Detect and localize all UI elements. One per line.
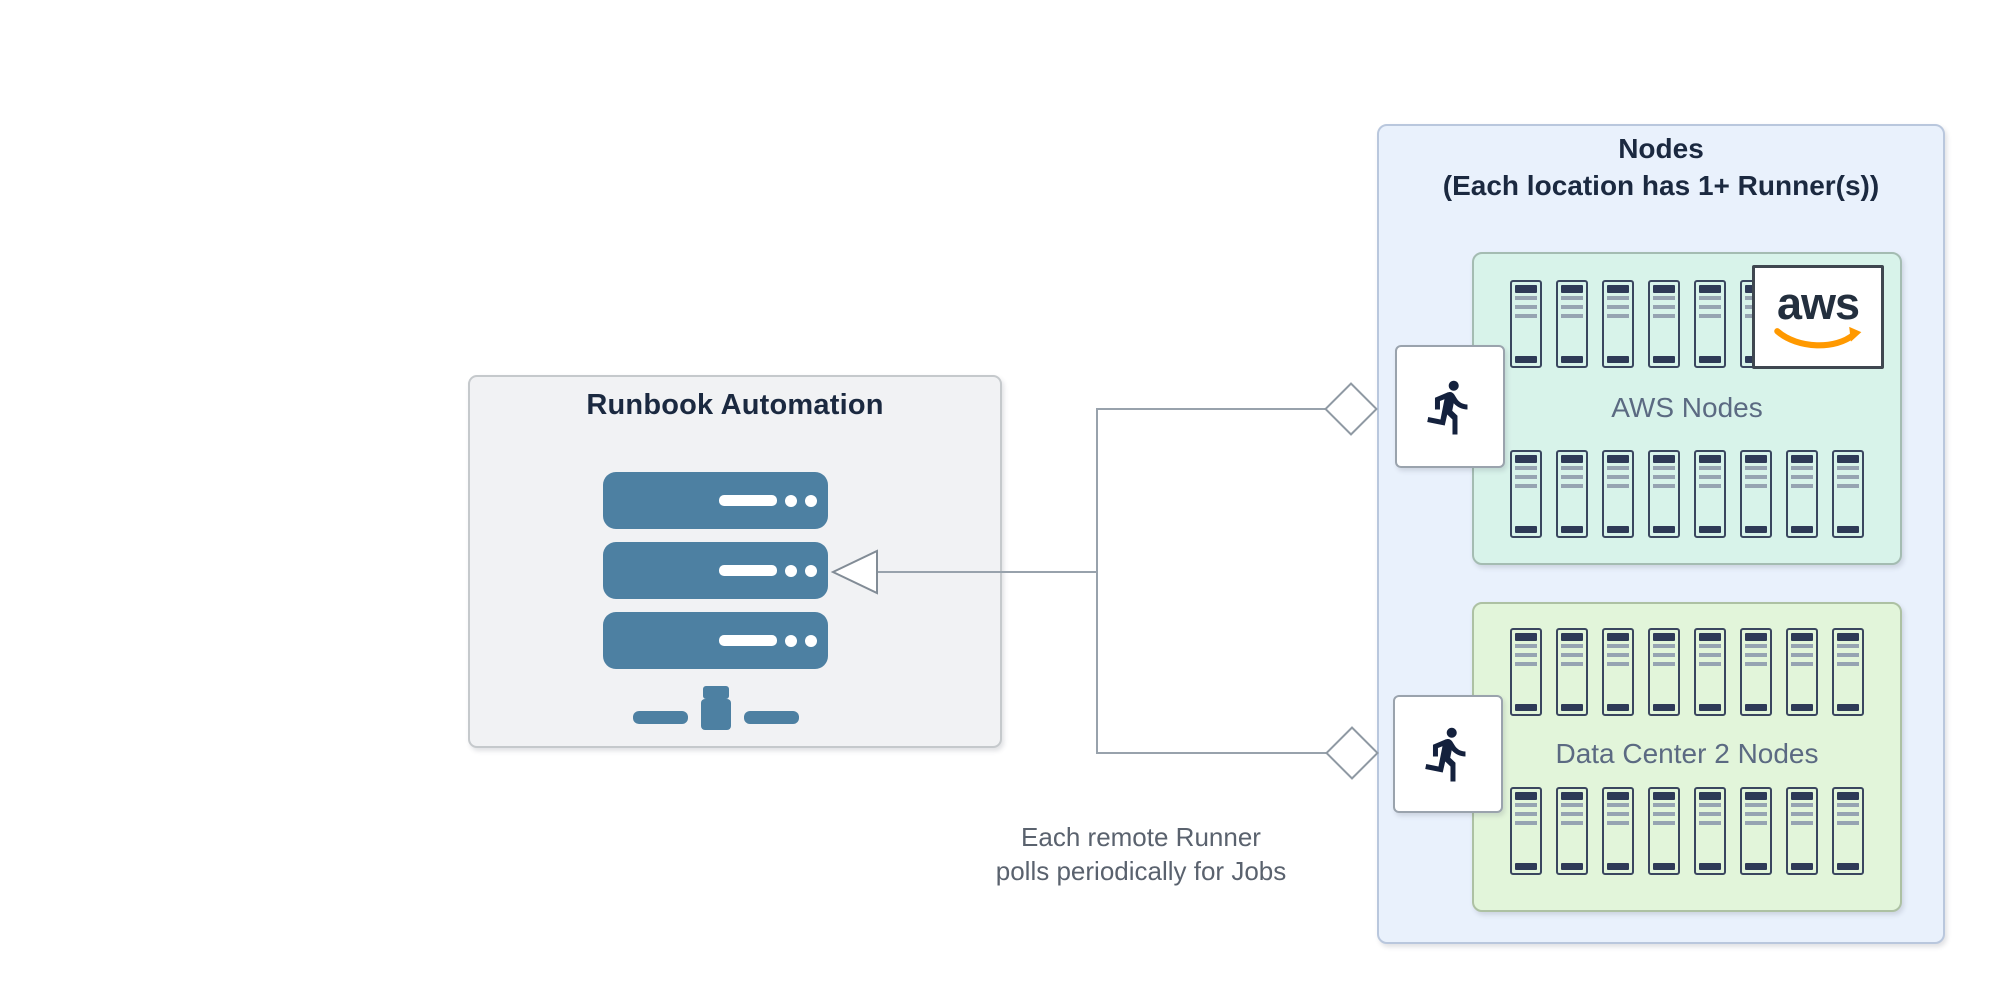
server-rack-icon [1648, 450, 1680, 538]
server-rack-icon [1648, 280, 1680, 368]
server-led-dot [805, 494, 817, 507]
server-rack-icon [1786, 787, 1818, 875]
runner-box-aws [1395, 345, 1505, 468]
runbook-automation-title: Runbook Automation [586, 389, 884, 421]
server-rack-icon [1740, 787, 1772, 875]
server-rack-icon [1556, 450, 1588, 538]
server-rack-icon [1694, 628, 1726, 716]
server-rack-icon [1510, 787, 1542, 875]
caption-line-2: polls periodically for Jobs [995, 856, 1287, 886]
server-led-dot [785, 634, 797, 647]
server-rack-icon [1602, 628, 1634, 716]
server-rack-icon [1510, 628, 1542, 716]
dc-rack-row-bottom [1474, 787, 1900, 875]
server-rack-icon [1556, 628, 1588, 716]
server-rack-icon [1786, 450, 1818, 538]
server-stack-icon [603, 377, 828, 746]
server-rack-icon [1740, 628, 1772, 716]
server-bar-icon [603, 542, 828, 599]
runner-box-dc [1393, 695, 1503, 813]
diamond-connector-dc [1325, 726, 1379, 780]
server-dash [719, 635, 777, 646]
data-center-2-nodes-label: Data Center 2 Nodes [1555, 738, 1819, 769]
server-dash [719, 565, 777, 576]
server-bar-icon [603, 472, 828, 529]
server-rack-icon [1832, 628, 1864, 716]
aws-nodes-label: AWS Nodes [1611, 392, 1763, 423]
diamond-connector-aws [1324, 382, 1378, 436]
server-bar-face [719, 542, 817, 599]
server-rack-icon [1694, 787, 1726, 875]
base-dash [743, 711, 799, 724]
connector-caption: Each remote Runner polls periodically fo… [941, 820, 1341, 888]
data-center-2-nodes-box: Data Center 2 Nodes [1472, 602, 1902, 912]
runbook-automation-box: Runbook Automation [468, 375, 1002, 748]
dc-rack-row-top [1474, 628, 1900, 716]
plug-body [700, 699, 731, 730]
server-rack-icon [1786, 628, 1818, 716]
server-rack-icon [1694, 450, 1726, 538]
aws-nodes-box: AWS Nodes aws [1472, 252, 1902, 565]
base-dash [632, 711, 688, 724]
server-rack-icon [1832, 450, 1864, 538]
server-bar-icon [603, 612, 828, 669]
runner-icon [1427, 380, 1468, 434]
server-rack-icon [1510, 280, 1542, 368]
server-rack-icon [1602, 787, 1634, 875]
server-led-dot [785, 494, 797, 507]
server-rack-icon [1556, 280, 1588, 368]
server-rack-icon [1832, 787, 1864, 875]
server-bar-face [719, 472, 817, 529]
server-rack-icon [1648, 787, 1680, 875]
server-led-dot [805, 564, 817, 577]
runner-icon [1425, 727, 1466, 782]
aws-logo-text: aws [1776, 277, 1860, 329]
aws-rack-row-bottom [1474, 450, 1900, 538]
base-plug-icon [700, 686, 731, 730]
caption-line-1: Each remote Runner [1021, 822, 1261, 852]
server-base-icon [603, 680, 828, 730]
server-rack-icon [1648, 628, 1680, 716]
server-rack-icon [1602, 280, 1634, 368]
server-bar-face [719, 612, 817, 669]
nodes-panel-subtitle: (Each location has 1+ Runner(s)) [1442, 170, 1880, 201]
server-rack-icon [1740, 450, 1772, 538]
aws-logo: aws [1752, 265, 1884, 369]
aws-smile-icon [1774, 327, 1862, 349]
server-rack-icon [1510, 450, 1542, 538]
server-led-dot [785, 564, 797, 577]
server-dash [719, 495, 777, 506]
nodes-panel-title: Nodes [1618, 133, 1704, 164]
server-rack-icon [1694, 280, 1726, 368]
server-rack-icon [1602, 450, 1634, 538]
server-rack-icon [1556, 787, 1588, 875]
server-led-dot [805, 634, 817, 647]
plug-top [702, 686, 729, 699]
